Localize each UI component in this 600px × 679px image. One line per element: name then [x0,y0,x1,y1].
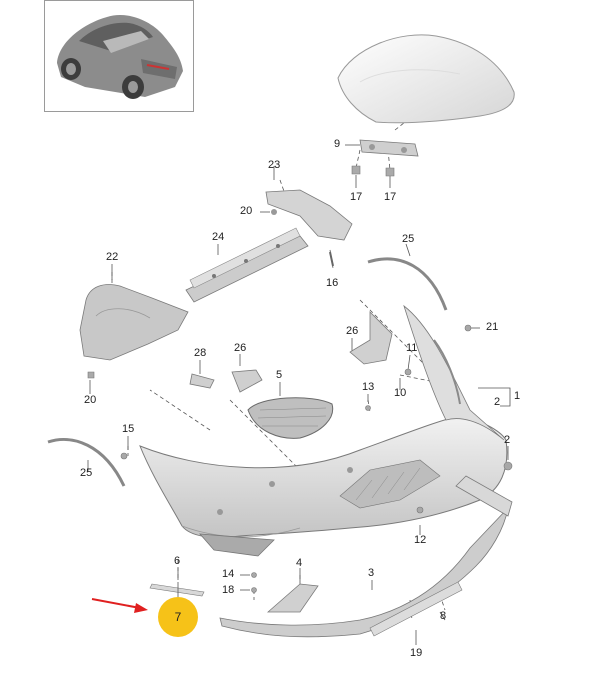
callout-1: 1 [514,390,521,402]
red-arrow-icon [91,598,148,613]
callout-11: 11 [406,342,418,354]
callout-20: 20 [84,394,97,406]
callout-19: 19 [410,647,423,659]
callout-12: 12 [414,534,427,546]
highlighted-part-badge: 7 [158,597,198,637]
callout-9: 9 [334,138,341,150]
callout-20: 20 [240,205,253,217]
highlighted-part-label: 7 [174,610,182,624]
callout-25: 25 [80,467,93,479]
callout-15: 15 [122,423,135,435]
callout-13: 13 [362,381,375,393]
callout-5: 5 [276,369,283,381]
callout-28: 28 [194,347,207,359]
callout-4: 4 [296,557,303,569]
callout-2: 2 [504,434,511,446]
callout-21: 21 [486,321,499,333]
callout-2: 2 [494,396,501,408]
callout-14: 14 [222,568,235,580]
callout-17: 17 [350,191,363,203]
callout-17: 17 [384,191,397,203]
callout-23: 23 [268,159,281,171]
highlight-circle [158,597,198,637]
callout-22: 22 [106,251,119,263]
vehicle-thumbnail [44,0,194,112]
callout-6: 6 [174,555,181,567]
car-icon [57,15,183,99]
callout-3: 3 [368,567,375,579]
callout-25: 25 [402,233,415,245]
callout-10: 10 [394,387,407,399]
callout-16: 16 [326,277,339,289]
callout-24: 24 [212,231,225,243]
callout-18: 18 [222,584,235,596]
callout-26: 26 [346,325,359,337]
callout-8: 8 [440,610,447,622]
callout-26: 26 [234,342,247,354]
